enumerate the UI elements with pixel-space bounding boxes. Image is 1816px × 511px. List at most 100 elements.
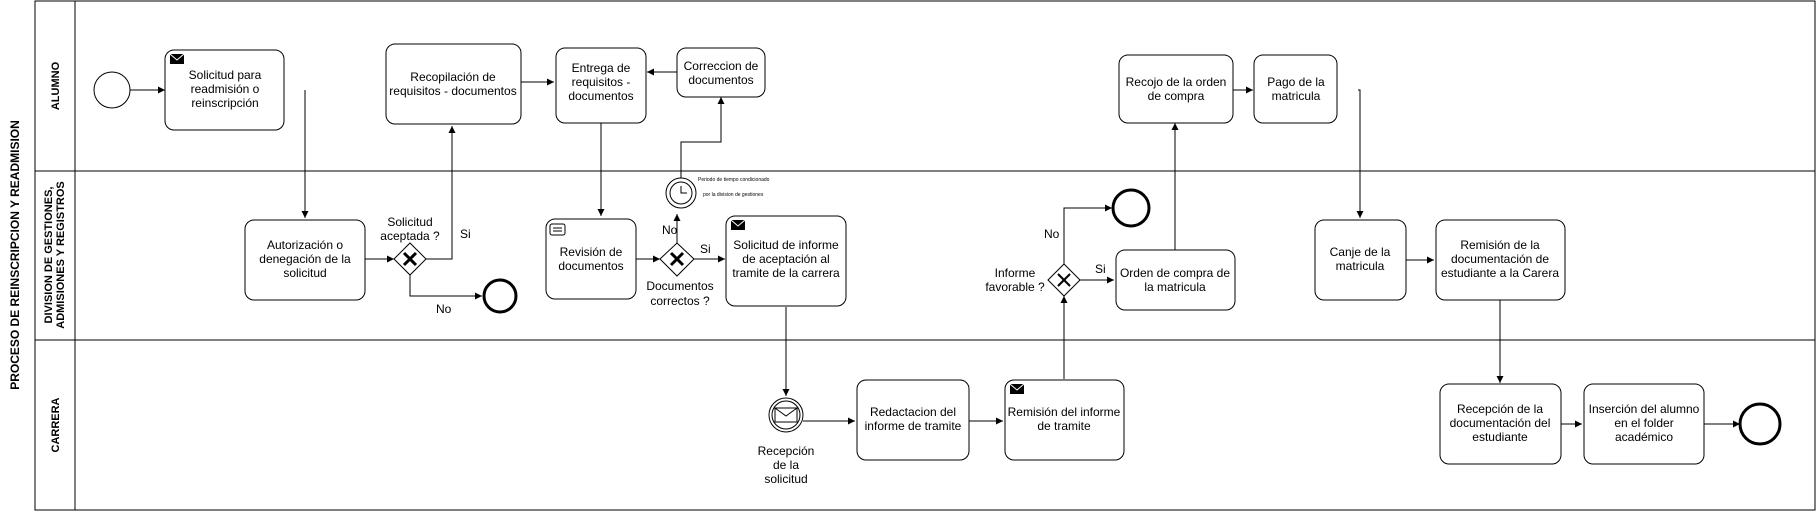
task-solicitud[interactable]: Solicitud para readmisión o reinscripció… [164,49,285,131]
svg-text:Recojo de la orden: Recojo de la orden [1126,75,1227,89]
gateway-label-g2-line1: Documentos [646,279,713,293]
svg-text:Remisión del informe: Remisión del informe [1008,405,1121,419]
lane-label-division-line1: DIVISION DE GESTIONES, [43,187,55,324]
flow-label-no-3: No [1044,227,1060,241]
svg-text:tramite de la carrera: tramite de la carrera [732,266,840,280]
flow-label-si-2: Si [700,242,711,256]
svg-text:Pago de la: Pago de la [1267,75,1325,89]
gateway-label-g1-line1: Solicitud [387,215,432,229]
task-orden-compra[interactable]: Orden de compra de la matricula [1115,249,1236,311]
svg-text:en el folder: en el folder [1614,416,1673,430]
lane-labels: ALUMNO DIVISION DE GESTIONES, ADMISIONES… [43,61,67,452]
pool: PROCESO DE REINSCRIPCION Y READMISION [8,0,1816,511]
task-canje[interactable]: Canje de la matricula [1314,219,1407,301]
x-icon [1057,273,1071,287]
flow-pago-canje [1356,89,1364,218]
svg-text:Solicitud de informe: Solicitud de informe [733,238,839,252]
svg-text:Inserción del alumno: Inserción del alumno [1589,402,1700,416]
flow-g1-si [421,126,456,260]
svg-text:estudiante a la Carera: estudiante a la Carera [1441,266,1559,280]
timer-note-line2: por la division de gestiones [703,192,764,198]
task-insercion[interactable]: Inserción del alumno en el folder académ… [1583,383,1705,465]
hand-icon [549,223,566,236]
timer-event[interactable] [665,177,697,209]
timer-note-line1: Periodo de tiempo condicionado [698,177,770,183]
lane-label-alumno: ALUMNO [50,61,62,110]
svg-text:Entrega de: Entrega de [572,61,631,75]
end-event-rechazo[interactable] [482,278,518,314]
svg-text:documentos: documentos [568,89,633,103]
lane-label-division-line2: ADMISIONES Y REGISTROS [55,181,67,329]
svg-text:de aceptación al: de aceptación al [742,252,829,266]
lane-label-carrera: CARRERA [50,397,62,452]
task-correccion[interactable]: Correccion de documentos [676,47,766,98]
svg-text:Recepción: Recepción [758,444,815,458]
svg-text:Correccion de: Correccion de [684,59,759,73]
gateway-label-g2-line2: correctos ? [650,294,710,308]
start-event[interactable] [93,71,131,109]
flow-labels: Si No No Si No Si [436,223,1106,316]
flow-g3-no [1063,204,1112,264]
task-revision[interactable]: Revisión de documentos [545,218,637,300]
svg-text:denegación de la: denegación de la [259,252,351,266]
flow-label-no-1: No [436,302,452,316]
x-icon [402,251,418,267]
task-recepcion-documentacion[interactable]: Recepción de la documentación del estudi… [1439,383,1562,465]
svg-text:Solicitud para: Solicitud para [189,68,262,82]
svg-text:la matricula: la matricula [1144,280,1206,294]
svg-text:estudiante: estudiante [1472,430,1528,444]
svg-text:Orden de compra de: Orden de compra de [1120,266,1230,280]
svg-text:solicitud: solicitud [283,266,326,280]
events: Periodo de tiempo condicionado por la di… [93,71,1782,486]
svg-text:matricula: matricula [1272,89,1321,103]
gateway-solicitud-aceptada[interactable] [393,242,427,276]
svg-text:documentación de: documentación de [1451,252,1549,266]
svg-text:documentos: documentos [558,259,623,273]
svg-text:readmisión o: readmisión o [191,82,260,96]
svg-text:Revisión de: Revisión de [560,245,623,259]
task-remision-documentacion[interactable]: Remisión de la documentación de estudian… [1435,219,1566,301]
svg-text:Remisión de la: Remisión de la [1460,238,1540,252]
gateway-informe-favorable[interactable] [1047,263,1081,297]
gateways: Solicitud aceptada ? Documentos correcto… [380,215,1081,308]
envelope-icon [1010,384,1024,394]
svg-text:de la: de la [773,458,799,472]
gateway-documentos-correctos[interactable] [659,242,695,277]
x-icon [669,251,685,267]
flow-timer-correccion [680,97,725,178]
flow-label-si-1: Si [460,227,471,241]
gateway-label-g3-line1: Informe [995,266,1036,280]
svg-text:Canje de la: Canje de la [1330,245,1391,259]
flow-label-no-2: No [662,223,678,237]
svg-text:reinscripción: reinscripción [191,96,258,110]
end-event-final[interactable] [1738,402,1782,446]
message-intermediate-event[interactable] [768,397,804,433]
flow-label-si-3: Si [1095,262,1106,276]
task-remision-informe[interactable]: Remisión del informe de tramite [1004,379,1125,461]
end-event-informe-no[interactable] [1111,188,1151,228]
task-autorizacion[interactable]: Autorización o denegación de la solicitu… [244,219,366,301]
task-pago[interactable]: Pago de la matricula [1253,54,1338,124]
task-redaccion[interactable]: Redactacion del informe de tramite [856,379,970,461]
task-recopilacion[interactable]: Recopilación de requisitos - documentos [385,43,522,125]
svg-text:matricula: matricula [1336,259,1385,273]
svg-text:documentación del: documentación del [1450,416,1551,430]
flow-g1-no [409,275,482,300]
task-entrega[interactable]: Entrega de requisitos - documentos [555,47,647,124]
svg-text:requisitos -: requisitos - [572,75,631,89]
svg-text:documentos: documentos [688,73,753,87]
task-solicitud-informe[interactable]: Solicitud de informe de aceptación al tr… [725,215,847,307]
gateway-label-g3-line2: favorable ? [985,280,1045,294]
recepcion-label: Recepción de la solicitud [758,444,815,486]
svg-text:de compra: de compra [1148,89,1205,103]
envelope-icon [170,54,184,64]
tasks: Solicitud para readmisión o reinscripció… [164,43,1705,465]
svg-text:informe de tramite: informe de tramite [865,419,962,433]
svg-text:Recepción de la: Recepción de la [1457,402,1543,416]
svg-text:Autorización o: Autorización o [267,238,343,252]
task-recojo[interactable]: Recojo de la orden de compra [1118,54,1234,124]
svg-text:requisitos - documentos: requisitos - documentos [389,84,516,98]
svg-text:solicitud: solicitud [764,472,807,486]
sequence-flows [130,68,1740,428]
